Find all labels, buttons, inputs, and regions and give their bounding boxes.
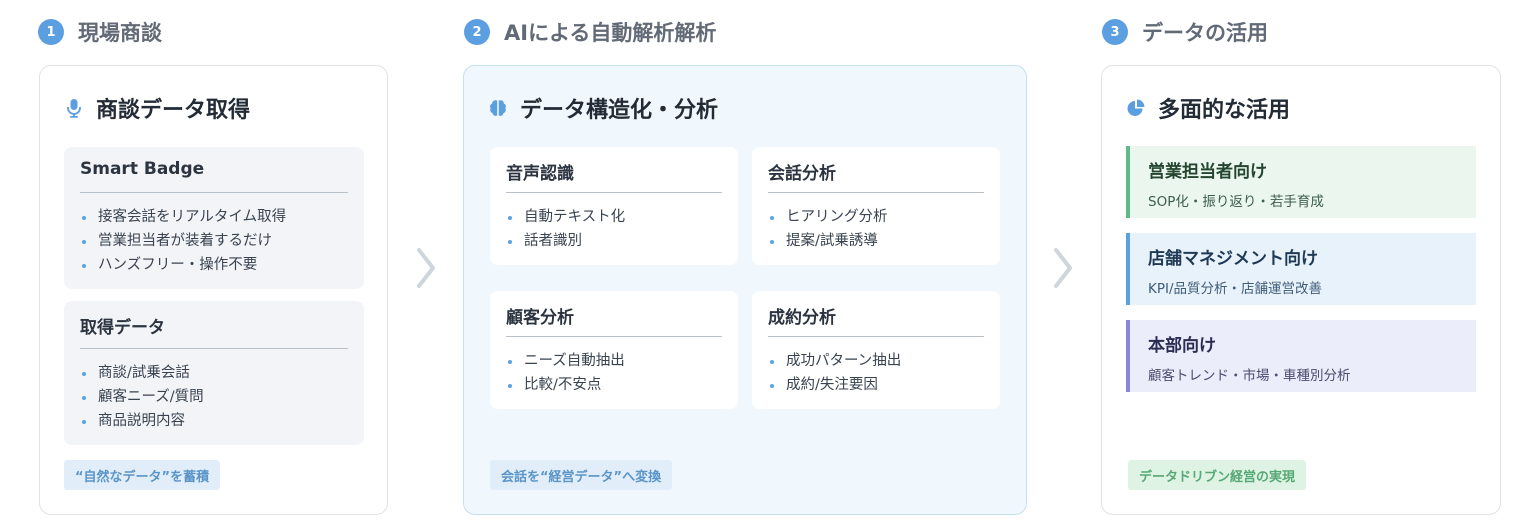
box-title: 音声認識 <box>506 164 574 184</box>
step-1-header: 1 現場商談 <box>38 16 162 48</box>
list-item: 自動テキスト化 <box>506 205 730 229</box>
list-item: ニーズ自動抽出 <box>506 349 730 373</box>
analysis-card: データ構造化・分析 音声認識 自動テキスト化 話者識別 会話分析 ヒアリング分析… <box>463 65 1027 515</box>
list-item: 商品説明内容 <box>80 409 356 433</box>
list-item: 比較/不安点 <box>506 373 730 397</box>
box-list: ニーズ自動抽出 比較/不安点 <box>506 349 730 397</box>
box-title: 顧客分析 <box>506 308 574 328</box>
box-list: 成功パターン抽出 成約/失注要因 <box>768 349 992 397</box>
card-title: 商談データ取得 <box>96 98 251 123</box>
list-item: ハンズフリー・操作不要 <box>80 253 356 277</box>
use-case-title: 本部向け <box>1148 336 1216 356</box>
data-capture-card: 商談データ取得 Smart Badge 接客会話をリアルタイム取得 営業担当者が… <box>39 65 388 515</box>
brain-icon <box>490 100 506 116</box>
step-2-header: 2 AIによる自動解析解析 <box>464 16 716 48</box>
list-item: 営業担当者が装着するだけ <box>80 229 356 253</box>
speech-recognition-box: 音声認識 自動テキスト化 話者識別 <box>490 147 738 265</box>
step-title: AIによる自動解析解析 <box>504 21 717 45</box>
use-case-store: 店舗マネジメント向け KPI/品質分析・店舗運営改善 <box>1126 233 1476 305</box>
acquired-data-section: 取得データ 商談/試乗会話 顧客ニーズ/質問 商品説明内容 <box>64 301 364 445</box>
smart-badge-list: 接客会話をリアルタイム取得 営業担当者が装着するだけ ハンズフリー・操作不要 <box>80 205 356 277</box>
use-case-title: 営業担当者向け <box>1148 162 1267 182</box>
customer-analysis-box: 顧客分析 ニーズ自動抽出 比較/不安点 <box>490 291 738 409</box>
step-number-badge: 2 <box>464 19 490 45</box>
divider <box>506 192 722 193</box>
use-case-sales: 営業担当者向け SOP化・振り返り・若手育成 <box>1126 146 1476 218</box>
conversation-analysis-box: 会話分析 ヒアリング分析 提案/試乗誘導 <box>752 147 1000 265</box>
card-header: 商談データ取得 <box>64 92 250 124</box>
card-title: データ構造化・分析 <box>520 98 719 123</box>
chevron-right-icon <box>417 248 435 288</box>
list-item: 提案/試乗誘導 <box>768 229 992 253</box>
divider <box>506 336 722 337</box>
list-item: ヒアリング分析 <box>768 205 992 229</box>
list-item: 接客会話をリアルタイム取得 <box>80 205 356 229</box>
use-case-desc: 顧客トレンド・市場・車種別分析 <box>1148 368 1351 384</box>
acquired-data-list: 商談/試乗会話 顧客ニーズ/質問 商品説明内容 <box>80 361 356 433</box>
divider <box>80 348 348 349</box>
step-title: 現場商談 <box>78 21 162 45</box>
summary-tag: “自然なデータ”を蓄積 <box>64 460 221 490</box>
divider <box>80 192 348 193</box>
step-3-header: 3 データの活用 <box>1102 16 1268 48</box>
section-title: Smart Badge <box>80 159 205 179</box>
card-header: 多面的な活用 <box>1126 92 1290 124</box>
box-title: 会話分析 <box>768 164 836 184</box>
divider <box>768 192 984 193</box>
summary-tag: データドリブン経営の実現 <box>1128 460 1307 490</box>
list-item: 成約/失注要因 <box>768 373 992 397</box>
chevron-right-icon <box>1054 248 1072 288</box>
summary-tag: 会話を“経営データ”へ変換 <box>490 460 673 490</box>
use-case-title: 店舗マネジメント向け <box>1148 249 1318 269</box>
step-title: データの活用 <box>1142 21 1268 45</box>
divider <box>768 336 984 337</box>
smart-badge-section: Smart Badge 接客会話をリアルタイム取得 営業担当者が装着するだけ ハ… <box>64 147 364 289</box>
list-item: 商談/試乗会話 <box>80 361 356 385</box>
box-title: 成約分析 <box>768 308 836 328</box>
step-number-badge: 1 <box>38 19 64 45</box>
box-list: ヒアリング分析 提案/試乗誘導 <box>768 205 992 253</box>
box-list: 自動テキスト化 話者識別 <box>506 205 730 253</box>
pie-chart-icon <box>1127 99 1145 116</box>
section-title: 取得データ <box>80 318 165 338</box>
list-item: 顧客ニーズ/質問 <box>80 385 356 409</box>
microphone-icon <box>67 99 81 118</box>
step-number-badge: 3 <box>1102 19 1128 45</box>
list-item: 成功パターン抽出 <box>768 349 992 373</box>
contract-analysis-box: 成約分析 成功パターン抽出 成約/失注要因 <box>752 291 1000 409</box>
card-title: 多面的な活用 <box>1158 98 1291 123</box>
use-case-hq: 本部向け 顧客トレンド・市場・車種別分析 <box>1126 320 1476 392</box>
card-header: データ構造化・分析 <box>488 92 718 124</box>
utilization-card: 多面的な活用 営業担当者向け SOP化・振り返り・若手育成 店舗マネジメント向け… <box>1101 65 1501 515</box>
use-case-desc: SOP化・振り返り・若手育成 <box>1148 194 1324 210</box>
use-case-desc: KPI/品質分析・店舗運営改善 <box>1148 281 1323 297</box>
list-item: 話者識別 <box>506 229 730 253</box>
